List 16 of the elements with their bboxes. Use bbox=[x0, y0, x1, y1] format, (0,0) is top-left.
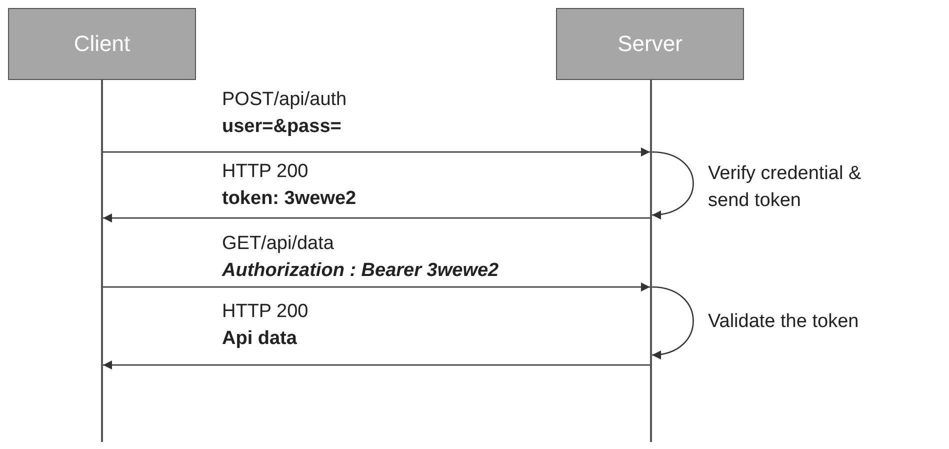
message-label: POST/api/auth user=&pass= bbox=[222, 88, 347, 139]
message-label: HTTP 200 Api data bbox=[222, 300, 308, 351]
message-label: Verify credential & send token bbox=[708, 162, 862, 213]
participant-box: Client bbox=[8, 8, 196, 80]
self-message-arrow bbox=[652, 286, 694, 359]
message-arrow bbox=[103, 214, 650, 222]
lifeline bbox=[101, 80, 103, 442]
participant-box: Server bbox=[556, 8, 744, 80]
message-arrow bbox=[103, 148, 650, 156]
message-label: Validate the token bbox=[708, 310, 860, 334]
message-label: GET/api/data Authorization : Bearer 3wewe2 bbox=[222, 232, 499, 283]
lifeline bbox=[650, 80, 652, 442]
message-label: HTTP 200 token: 3wewe2 bbox=[222, 160, 356, 211]
self-message-arrow bbox=[652, 151, 694, 219]
message-arrow bbox=[103, 282, 650, 292]
message-arrow bbox=[103, 360, 650, 370]
